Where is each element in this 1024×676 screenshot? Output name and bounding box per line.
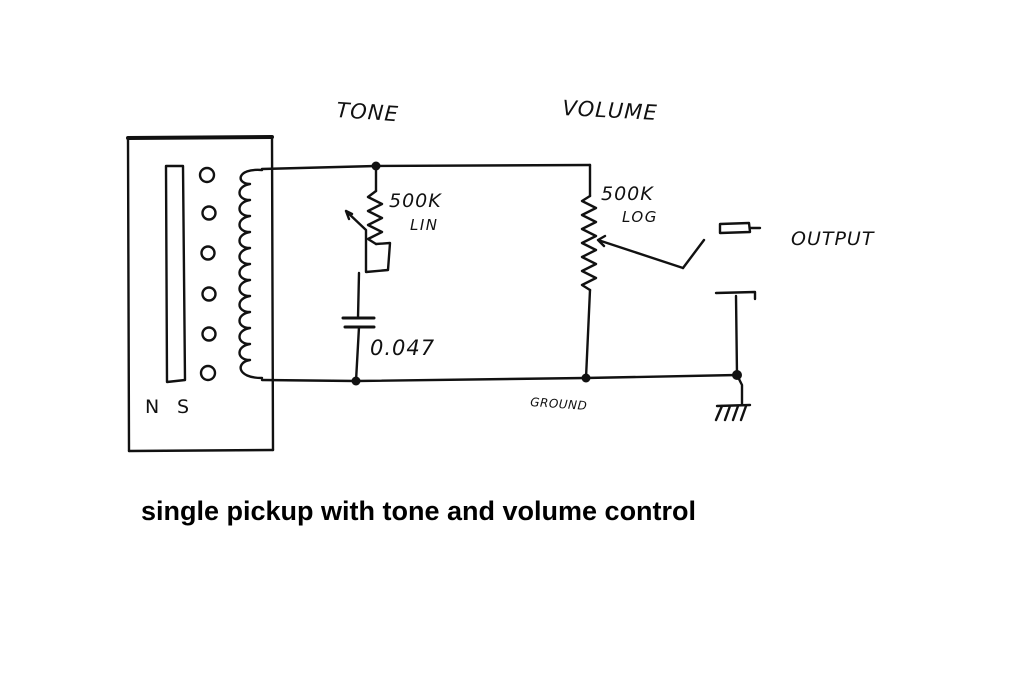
tone-wire-bottom — [354, 325, 361, 383]
tone-label: TONE — [336, 98, 400, 126]
diagram-caption: single pickup with tone and volume contr… — [141, 496, 697, 526]
junction-dot — [732, 370, 742, 380]
volume-control — [580, 163, 706, 380]
ground-label: GROUND — [530, 395, 588, 413]
pickup-bottom-edge — [127, 448, 275, 453]
pickup — [126, 135, 275, 453]
volume-resistor — [580, 194, 598, 292]
volume-wire-bottom — [584, 288, 592, 380]
tone-wiper — [344, 209, 392, 274]
capacitor-label: 0.047 — [370, 336, 435, 360]
pole-piece — [201, 286, 217, 302]
pole-piece — [201, 205, 217, 221]
magnet-bar — [164, 164, 187, 384]
volume-label: VOLUME — [562, 96, 658, 125]
pickup-top-edge — [126, 135, 274, 140]
tone-resistance-label: 500K — [389, 190, 442, 212]
tone-resistor — [366, 189, 384, 246]
pickup-coil — [238, 168, 264, 380]
ground-symbol — [714, 373, 752, 422]
pole-piece — [198, 166, 216, 184]
jack-tip — [718, 221, 752, 235]
volume-wiper — [596, 234, 685, 270]
ground-hatch — [714, 404, 748, 422]
output-jack — [714, 221, 762, 377]
jack-sleeve-lead — [734, 294, 739, 377]
pickup-right-edge — [270, 135, 275, 452]
junction-dot — [581, 373, 591, 383]
tone-control — [341, 164, 392, 383]
pickup-left-edge — [126, 136, 131, 453]
south-label: S — [177, 396, 190, 418]
volume-resistance-label: 500K — [601, 183, 654, 205]
north-label: N — [145, 396, 160, 418]
pole-piece — [199, 364, 217, 382]
pole-piece — [200, 245, 216, 261]
pole-piece — [201, 326, 217, 342]
hot-wire — [260, 163, 592, 171]
junction-dot — [351, 376, 361, 386]
jack-sleeve — [714, 290, 757, 301]
ground-wire — [260, 373, 739, 383]
wiper-to-output — [681, 238, 706, 270]
tone-wire-mid — [356, 271, 361, 320]
output-label: OUTPUT — [791, 228, 875, 250]
junction-dot — [371, 161, 381, 171]
tone-taper-label: LIN — [410, 216, 439, 234]
volume-taper-label: LOG — [622, 208, 658, 226]
